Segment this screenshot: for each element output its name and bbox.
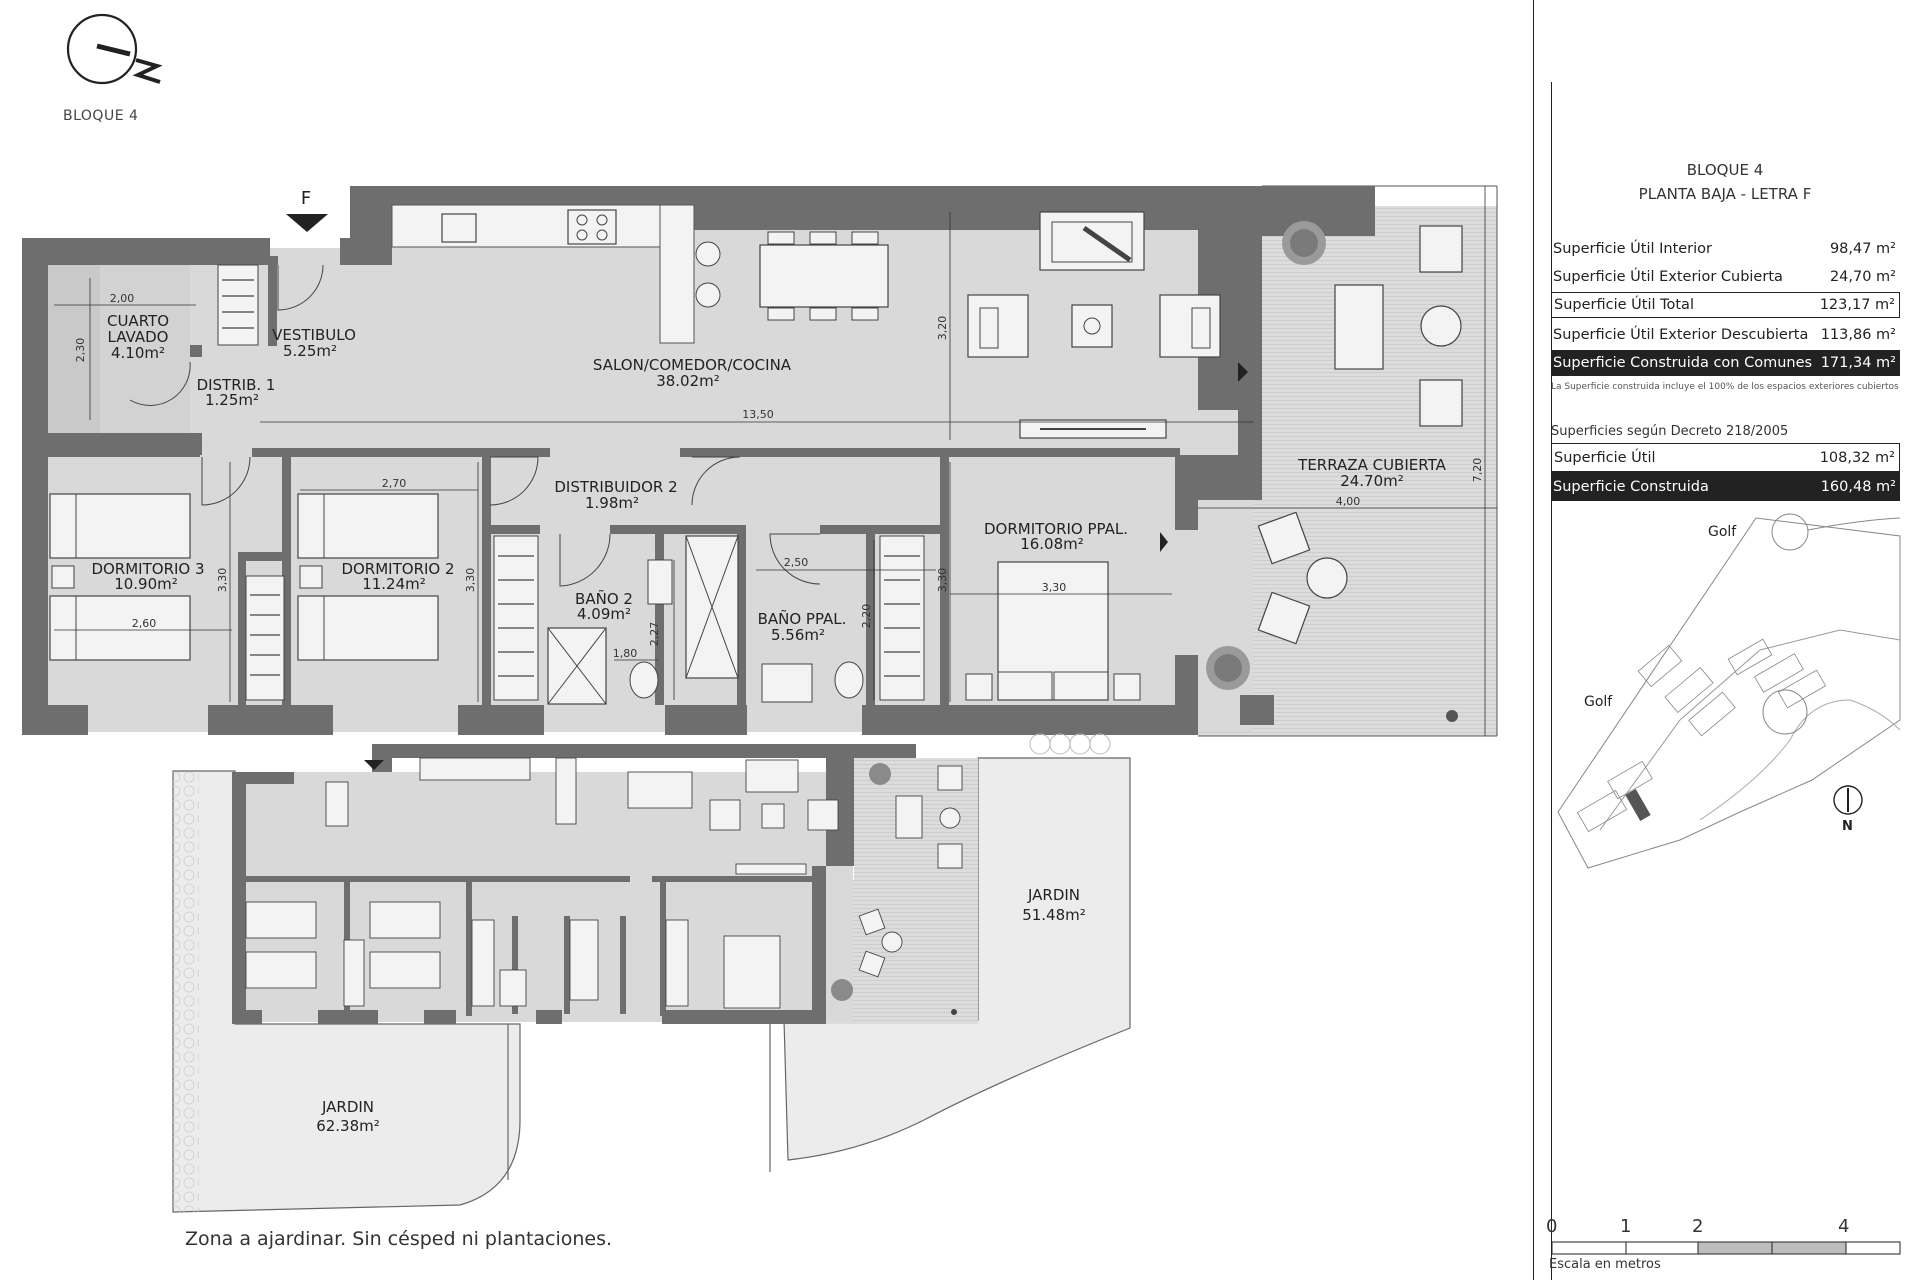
site-north-label: N	[1842, 819, 1853, 834]
surface-row: Superficie Útil Exterior Descubierta 113…	[1551, 322, 1900, 348]
dining-table-icon	[759, 231, 889, 321]
room-labels: CUARTO LAVADO 4.10m² VESTIBULO 5.25m² DI…	[91, 188, 1446, 1135]
surface-value: 98,47 m²	[1829, 241, 1896, 257]
dim-label: 3,20	[936, 316, 949, 341]
room-jardin-right: JARDIN	[1027, 886, 1080, 904]
dim-label: 1,80	[613, 647, 638, 660]
decreto-value: 160,48 m²	[1820, 478, 1896, 495]
sofa-icon	[1039, 211, 1145, 271]
surface-label: Superficie Construida con Comunes	[1553, 355, 1813, 371]
site-north-icon	[1833, 785, 1863, 815]
dim-label: 4,00	[1336, 495, 1361, 508]
surface-value: 24,70 m²	[1829, 269, 1896, 285]
decreto-label: Superficie Construida	[1553, 478, 1709, 495]
dim-label: 2,30	[74, 338, 87, 363]
surface-label: Superficie Útil Total	[1554, 297, 1694, 313]
dim-label: 2,27	[648, 622, 661, 647]
title-line1: BLOQUE 4	[1686, 161, 1764, 179]
dim-label: 2,20	[860, 604, 873, 629]
title-line2: PLANTA BAJA - LETRA F	[1638, 185, 1812, 203]
dim-label: 3,30	[936, 568, 949, 593]
title-block: BLOQUE 4 PLANTA BAJA - LETRA F	[1555, 158, 1895, 206]
surface-label: Superficie Útil Exterior Cubierta	[1553, 269, 1783, 285]
dim-label: 2,70	[382, 477, 407, 490]
site-golf-left: Golf	[1584, 694, 1613, 710]
scale-tick-4: 4	[1838, 1216, 1850, 1237]
surfaces-table: Superficie Útil Interior 98,47 m² Superf…	[1551, 236, 1900, 376]
room-dorm3-area: 10.90m²	[114, 575, 178, 593]
dim-label: 2,50	[784, 556, 809, 569]
sidebar	[1533, 0, 1920, 1280]
room-cuarto-lavado: CUARTO	[107, 312, 169, 330]
room-bano2-area: 4.09m²	[577, 605, 631, 623]
room-distrib1: DISTRIB. 1	[197, 376, 276, 394]
decreto-heading: Superficies según Decreto 218/2005	[1551, 424, 1789, 439]
surface-value: 123,17 m²	[1819, 297, 1895, 313]
room-dorm2: DORMITORIO 2	[341, 560, 454, 578]
room-dorm2-area: 11.24m²	[362, 575, 426, 593]
dimension-labels: 2,00 2,30 13,50 3,20 2,70 3,30 3,30 3,30…	[74, 292, 1484, 660]
room-vestibulo: VESTIBULO	[272, 326, 356, 344]
context-plan	[172, 733, 1131, 1213]
plant-icon	[1282, 221, 1326, 265]
decreto-value: 108,32 m²	[1819, 449, 1895, 466]
site-golf-top: Golf	[1708, 524, 1737, 540]
surface-value: 171,34 m²	[1820, 355, 1896, 371]
room-dorm3: DORMITORIO 3	[91, 560, 204, 578]
scale-tick-0: 0	[1546, 1216, 1558, 1237]
room-jardin-right-area: 51.48m²	[1022, 906, 1086, 924]
footer-note: Zona a ajardinar. Sin césped ni plantaci…	[185, 1228, 613, 1250]
entrance-letter: F	[301, 188, 311, 209]
decreto-table: Superficie Útil 108,32 m² Superficie Con…	[1551, 443, 1900, 501]
room-dormppal: DORMITORIO PPAL.	[984, 520, 1128, 538]
room-cuarto-lavado-2: LAVADO	[108, 328, 169, 346]
room-bano2: BAÑO 2	[575, 589, 633, 608]
room-distribuidor2-area: 1.98m²	[585, 494, 639, 512]
surface-row: Superficie Útil Interior 98,47 m²	[1551, 236, 1900, 262]
surface-value: 113,86 m²	[1820, 327, 1896, 343]
decreto-row: Superficie Construida 160,48 m²	[1551, 472, 1900, 501]
room-banoppal-area: 5.56m²	[771, 626, 825, 644]
bloque-label: BLOQUE 4	[63, 108, 139, 124]
surface-note: La Superficie construida incluye el 100%…	[1551, 382, 1899, 392]
main-apartment-plan	[22, 185, 1498, 737]
room-salon: SALON/COMEDOR/COCINA	[593, 356, 792, 374]
room-salon-area: 38.02m²	[656, 372, 720, 390]
site-map: Golf Golf N	[1557, 513, 1901, 869]
room-vestibulo-area: 5.25m²	[283, 342, 337, 360]
surface-label: Superficie Útil Exterior Descubierta	[1553, 327, 1809, 343]
scale-bar	[1551, 1241, 1901, 1255]
scale-tick-2: 2	[1692, 1216, 1704, 1237]
sidebar-divider	[1551, 82, 1552, 1280]
north-arrow-icon	[66, 13, 163, 85]
surface-row: Superficie Útil Exterior Cubierta 24,70 …	[1551, 264, 1900, 290]
room-jardin-left: JARDIN	[321, 1098, 374, 1116]
scale-caption: Escala en metros	[1549, 1257, 1661, 1272]
room-cuarto-lavado-area: 4.10m²	[111, 344, 165, 362]
surface-label: Superficie Útil Interior	[1553, 241, 1713, 257]
scale-tick-1: 1	[1620, 1216, 1632, 1237]
room-banoppal: BAÑO PPAL.	[758, 609, 847, 628]
surface-row: Superficie Útil Total 123,17 m²	[1551, 292, 1900, 318]
room-dormppal-area: 16.08m²	[1020, 535, 1084, 553]
room-distribuidor2: DISTRIBUIDOR 2	[554, 478, 677, 496]
decreto-label: Superficie Útil	[1554, 449, 1656, 466]
dim-label: 3,30	[1042, 581, 1067, 594]
decreto-row: Superficie Útil 108,32 m²	[1551, 443, 1900, 472]
dim-label: 2,00	[110, 292, 135, 305]
room-jardin-left-area: 62.38m²	[316, 1117, 380, 1135]
dim-label: 3,30	[464, 568, 477, 593]
dim-label: 13,50	[742, 408, 774, 421]
room-distrib1-area: 1.25m²	[205, 391, 259, 409]
room-terraza: TERRAZA CUBIERTA	[1297, 456, 1446, 474]
dim-label: 7,20	[1471, 458, 1484, 483]
dim-label: 2,60	[132, 617, 157, 630]
dim-label: 3,30	[216, 568, 229, 593]
surface-row: Superficie Construida con Comunes 171,34…	[1551, 350, 1900, 376]
room-terraza-area: 24.70m²	[1340, 472, 1404, 490]
